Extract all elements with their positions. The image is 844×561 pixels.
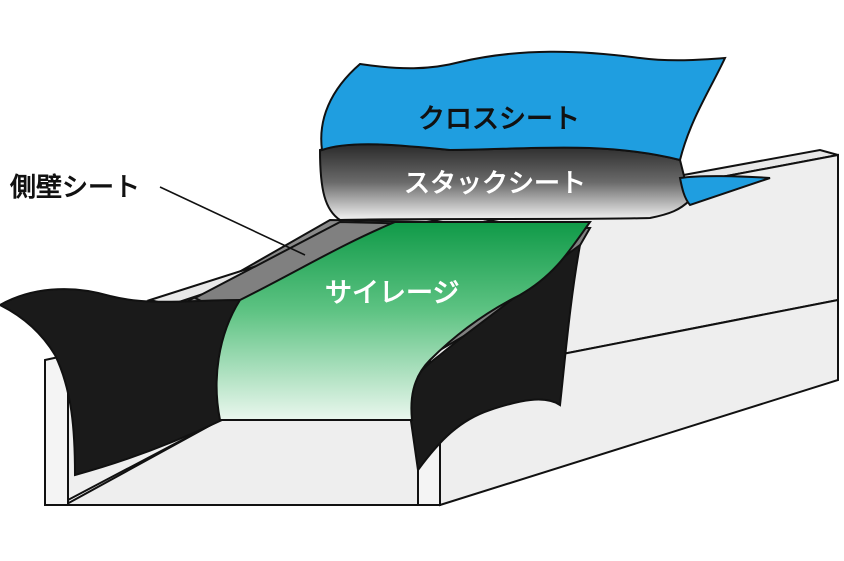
stack-sheet-label: スタックシート [404, 169, 586, 199]
side-wall-sheet-leader [159, 186, 306, 256]
cross-sheet [320, 50, 727, 162]
silage-label: サイレージ [325, 278, 459, 309]
cross-sheet-tail [678, 175, 771, 207]
cross-sheet-label: クロスシート [418, 104, 580, 135]
side-wall-sheet-left [0, 288, 242, 477]
silage [215, 221, 592, 421]
side-wall-sheet-label: 側壁シート [9, 172, 140, 203]
